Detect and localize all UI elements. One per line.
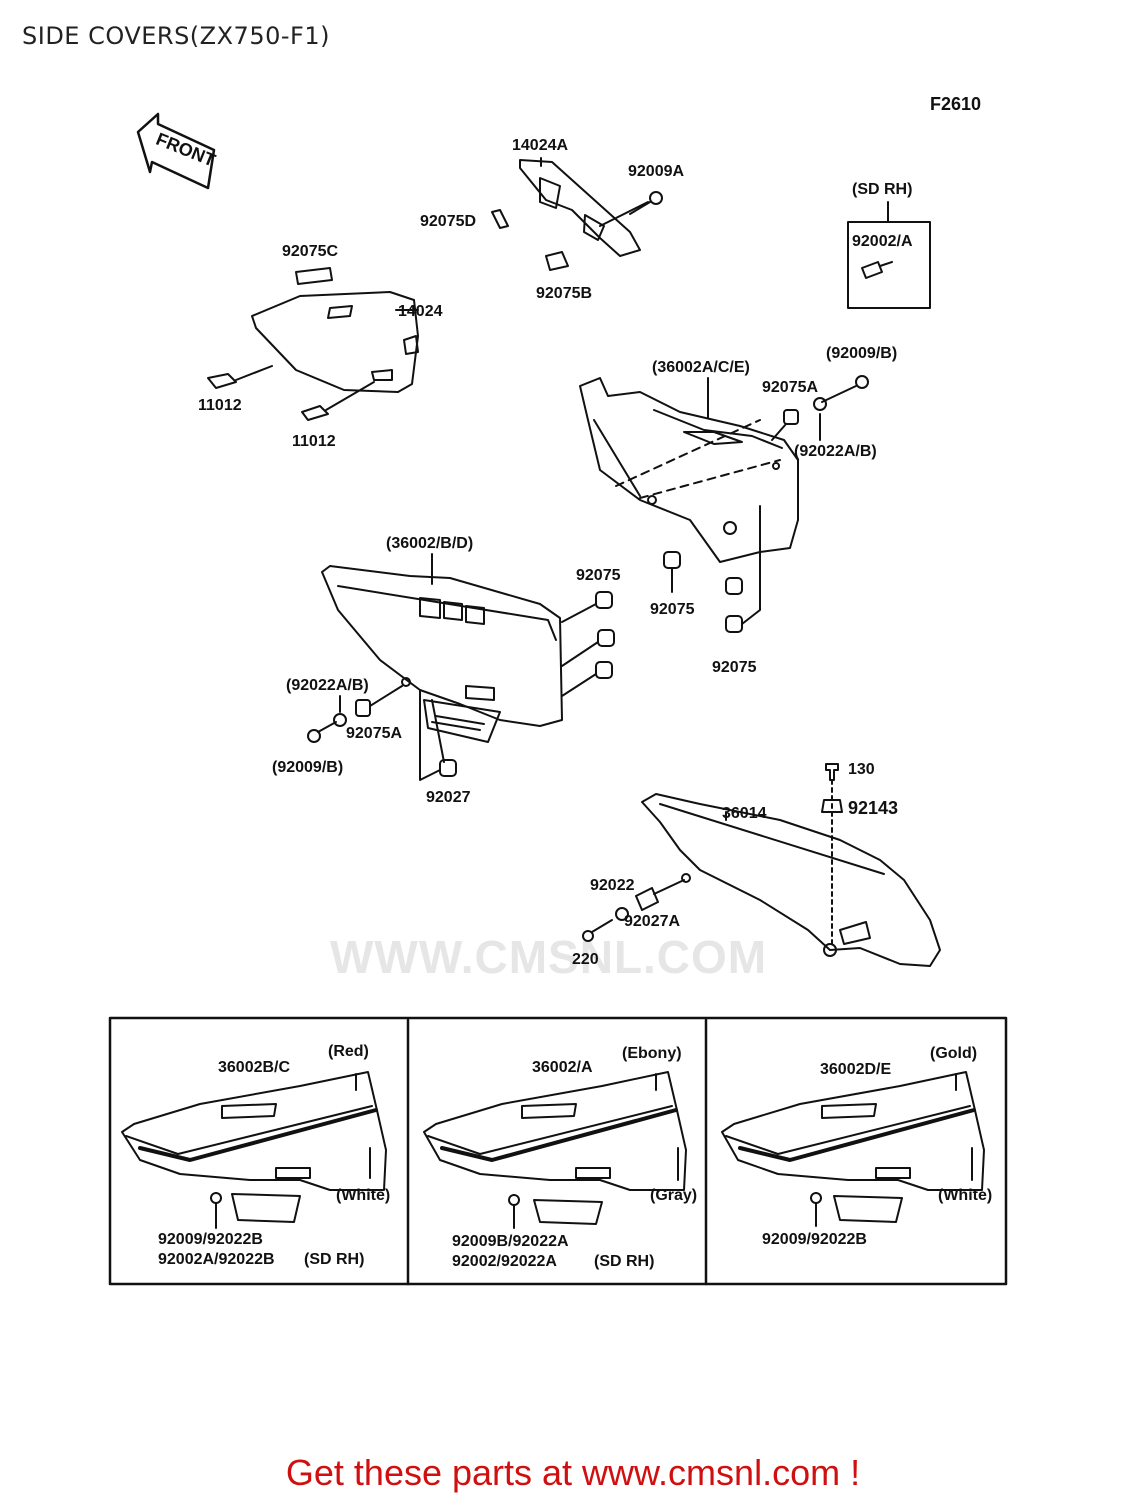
label-220: 220	[572, 951, 599, 968]
label-92027: 92027	[426, 789, 471, 806]
variant-1-upper-color: (Red)	[328, 1043, 369, 1060]
variant-panels	[108, 1016, 1008, 1286]
variant-2-note2: 92002/92022A	[452, 1253, 557, 1270]
label-92143: 92143	[848, 798, 898, 818]
parts-diagram: F2610 FRONT 14024A 92009A 92075D 92075B	[108, 94, 1008, 1286]
label-92022ab-top: (92022A/B)	[794, 443, 877, 460]
sd-rh-box	[847, 201, 931, 309]
variant-2-lower-color: (Gray)	[650, 1187, 697, 1204]
front-arrow-icon: FRONT	[136, 112, 218, 190]
grommet-92075-left-icon	[561, 591, 615, 697]
grommet-11012-a-icon	[207, 365, 273, 389]
variant-2-note2-suffix: (SD RH)	[594, 1253, 654, 1270]
variant-1-note2: 92002A/92022B	[158, 1251, 275, 1268]
screw-130-icon	[825, 763, 839, 945]
variant-panel-2	[423, 1071, 687, 1229]
label-92075d: 92075D	[420, 213, 476, 230]
side-cover-36002ace	[579, 377, 799, 563]
grommet-92027-icon	[419, 689, 457, 781]
label-11012-b: 11012	[292, 433, 336, 450]
variant-2-upper-color: (Ebony)	[622, 1045, 682, 1062]
variant-3-lower-color: (White)	[938, 1187, 992, 1204]
footer-link[interactable]: Get these parts at www.cmsnl.com !	[285, 1452, 861, 1493]
label-92075b: 92075B	[536, 285, 592, 302]
nut-92143-icon	[821, 799, 843, 813]
label-92022: 92022	[590, 877, 635, 894]
label-14024: 14024	[398, 303, 443, 320]
label-92009b-left: (92009/B)	[272, 759, 343, 776]
front-label: FRONT	[153, 129, 218, 171]
variant-2-note1: 92009B/92022A	[452, 1233, 569, 1250]
chain-cover-36014	[641, 793, 941, 967]
washer-92022ab-top-icon	[813, 397, 827, 411]
bolt-92009a-icon	[629, 191, 663, 215]
bolt-92009b-left-icon	[307, 721, 337, 743]
watermark: WWW.CMSNL.COM	[330, 931, 768, 983]
label-14024a: 14024A	[512, 137, 568, 154]
label-92022ab-left: (92022A/B)	[286, 677, 369, 694]
bolt-92009b-top-icon	[821, 375, 869, 403]
grommet-11012-b-icon	[301, 381, 375, 421]
page-title: SIDE COVERS(ZX750-F1)	[22, 22, 330, 50]
washer-92022-icon	[615, 907, 629, 921]
variant-3-note1: 92009/92022B	[762, 1231, 867, 1248]
variant-1-lower-color: (White)	[336, 1187, 390, 1204]
grommet-92075-1-icon	[663, 551, 681, 593]
damper-92075a-top-icon	[771, 409, 799, 441]
label-92075-3: 92075	[712, 659, 757, 676]
sd-rh-heading: (SD RH)	[852, 181, 912, 198]
label-130: 130	[848, 761, 875, 778]
variant-1-part: 36002B/C	[218, 1059, 290, 1076]
label-36014: 36014	[722, 805, 767, 822]
label-92009b-top: (92009/B)	[826, 345, 897, 362]
variant-panel-1	[121, 1071, 387, 1229]
variant-1-note2-suffix: (SD RH)	[304, 1251, 364, 1268]
damper-92075b-icon	[545, 251, 569, 271]
side-cover-36002bd	[321, 565, 563, 743]
sd-rh-part: 92002/A	[852, 233, 913, 250]
grommet-92075-2-icon	[725, 505, 761, 633]
figure-code: F2610	[930, 94, 981, 114]
label-11012-a: 11012	[198, 397, 242, 414]
damper-92075d-icon	[491, 209, 509, 229]
label-92075-2: 92075	[650, 601, 695, 618]
collar-92027a-icon	[635, 879, 685, 911]
bracket-14024a	[519, 157, 641, 257]
label-92075c: 92075C	[282, 243, 338, 260]
variant-3-upper-color: (Gold)	[930, 1045, 977, 1062]
variant-2-part: 36002/A	[532, 1059, 593, 1076]
label-92075a-top: 92075A	[762, 379, 818, 396]
cover-14024	[251, 291, 419, 393]
variant-1-note1: 92009/92022B	[158, 1231, 263, 1248]
label-36002bd: (36002/B/D)	[386, 535, 473, 552]
variant-panel-3	[721, 1071, 985, 1227]
label-92075a-left: 92075A	[346, 725, 402, 742]
damper-92075c-icon	[295, 267, 333, 285]
label-92009a: 92009A	[628, 163, 684, 180]
damper-92075a-left-icon	[355, 685, 403, 717]
washer-92022ab-left-icon	[333, 695, 347, 727]
label-92027a: 92027A	[624, 913, 680, 930]
label-36002ace: (36002A/C/E)	[652, 359, 750, 376]
bolt-220-icon	[582, 919, 613, 942]
variant-3-part: 36002D/E	[820, 1061, 891, 1078]
label-92075-1: 92075	[576, 567, 621, 584]
